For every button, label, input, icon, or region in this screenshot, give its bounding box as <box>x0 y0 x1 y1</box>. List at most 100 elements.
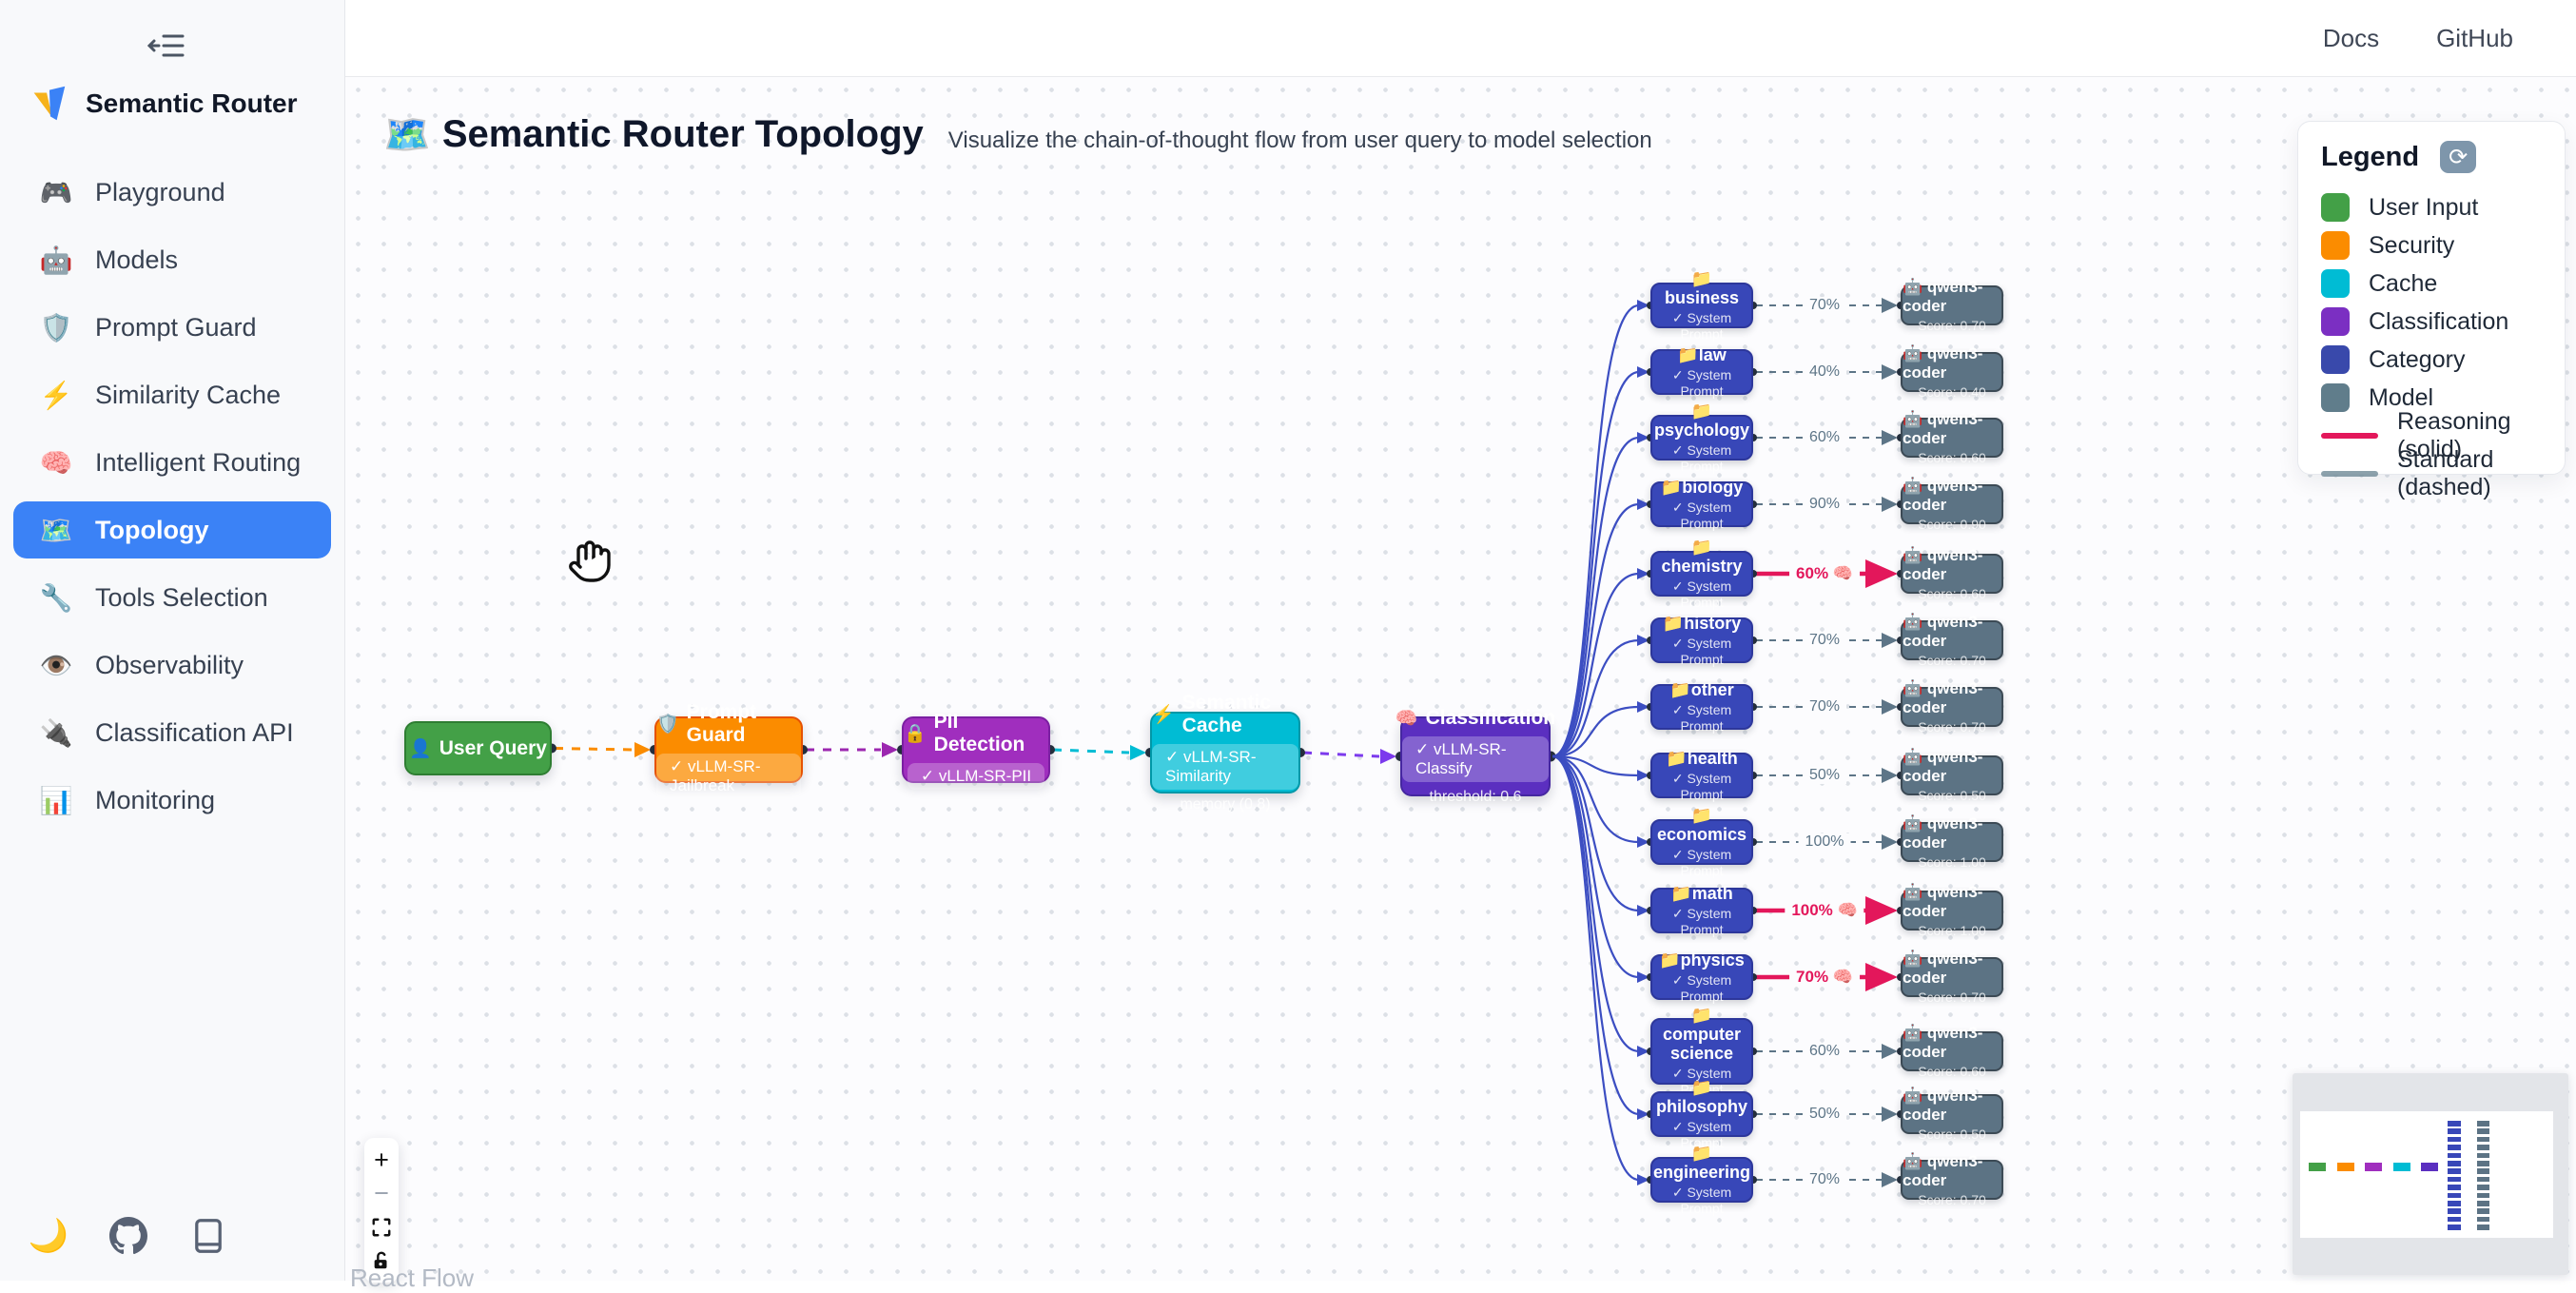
lock-button[interactable] <box>364 1244 399 1277</box>
plug-icon: 🔌 <box>39 717 73 748</box>
sidebar-item-observability[interactable]: 👁️Observability <box>13 637 331 694</box>
zoom-in-button[interactable]: + <box>374 1146 389 1174</box>
category-label: 📁law <box>1677 344 1727 364</box>
flow-node-pii-detection[interactable]: 🔒PII Detection✓ vLLM-SR-PII <box>902 711 1050 790</box>
brain-icon: 🧠 <box>1395 709 1418 729</box>
category-subtext: ✓ System Prompt <box>1671 906 1732 938</box>
map-icon: 🗺️ <box>39 515 73 545</box>
category-label: 📁business <box>1664 268 1740 307</box>
flow-node-user-query[interactable]: 👤User Query <box>404 721 552 775</box>
sidebar-item-models[interactable]: 🤖Models <box>13 231 331 288</box>
category-subtext: ✓ System Prompt <box>1671 442 1732 475</box>
topbar: Docs GitHub <box>345 0 2576 77</box>
sidebar-item-intelligent-routing[interactable]: 🧠Intelligent Routing <box>13 434 331 491</box>
minimap-node <box>2448 1168 2461 1174</box>
flow-node-prompt-guard[interactable]: 🛡️Prompt Guard✓ vLLM-SR-Jailbreak <box>654 701 803 799</box>
category-label: 📁health <box>1666 748 1738 768</box>
model-label: 🤖 qwen3-coder <box>1903 950 1983 987</box>
legend-item-cache: Cache <box>2321 264 2542 303</box>
docs-link[interactable]: Docs <box>2322 23 2380 52</box>
minimap-node <box>2448 1224 2461 1230</box>
minimap-node <box>2477 1176 2489 1183</box>
flow-node-category-math[interactable]: 📁math✓ System Prompt <box>1650 884 1753 937</box>
flow-node-category-other[interactable]: 📁other✓ System Prompt <box>1650 680 1753 734</box>
sidebar-item-label: Monitoring <box>95 785 216 814</box>
node-badge: ✓ vLLM-SR-Similarity <box>1152 744 1298 790</box>
flow-node-category-computer-science[interactable]: 📁computer science✓ System Prompt <box>1650 1006 1753 1097</box>
react-flow-attribution[interactable]: React Flow <box>350 1264 475 1292</box>
category-label: 📁engineering <box>1653 1143 1751 1182</box>
sidebar-item-tools-selection[interactable]: 🔧Tools Selection <box>13 569 331 626</box>
minimap-node <box>2477 1145 2489 1150</box>
fit-view-button[interactable] <box>364 1210 399 1244</box>
robot-icon: 🤖 <box>39 245 73 275</box>
page-title: 🗺️ Semantic Router Topology <box>383 113 924 156</box>
model-label: 🤖 qwen3-coder <box>1903 613 1983 650</box>
page-header: 🗺️ Semantic Router Topology Visualize th… <box>383 112 1652 157</box>
category-label: 📁history <box>1662 613 1742 633</box>
flow-node-category-law[interactable]: 📁law ✓ System Prompt <box>1650 345 1753 399</box>
book-icon[interactable] <box>188 1216 228 1256</box>
flow-node-category-psychology[interactable]: 📁psychology✓ System Prompt <box>1650 402 1753 474</box>
flow-node-category-physics[interactable]: 📁physics✓ System Prompt <box>1650 950 1753 1004</box>
category-subtext: ✓ System Prompt <box>1671 771 1732 803</box>
minimap-node <box>2477 1201 2489 1206</box>
minimap-node <box>2477 1168 2489 1174</box>
sidebar-item-classification-api[interactable]: 🔌Classification API <box>13 704 331 761</box>
sidebar-item-playground[interactable]: 🎮Playground <box>13 164 331 221</box>
refresh-icon[interactable]: ⟳ <box>2440 141 2477 173</box>
flow-node-category-philosophy[interactable]: 📁philosophy✓ System Prompt <box>1650 1078 1753 1150</box>
legend-label: Model <box>2369 383 2434 411</box>
legend-title: Legend <box>2321 141 2420 172</box>
legend-label: Security <box>2369 231 2455 259</box>
github-icon[interactable] <box>108 1216 148 1256</box>
sidebar-item-monitoring[interactable]: 📊Monitoring <box>13 772 331 829</box>
moon-icon[interactable]: 🌙 <box>28 1218 69 1254</box>
sidebar-item-topology[interactable]: 🗺️Topology <box>13 501 331 558</box>
node-title: ⚡Semantic Cache <box>1152 692 1298 737</box>
minimap-node <box>2365 1163 2382 1171</box>
category-subtext: ✓ System Prompt <box>1671 367 1732 400</box>
flow-canvas[interactable] <box>345 77 2576 1281</box>
model-score: Score: 1.00 <box>1918 854 1986 870</box>
flow-node-category-engineering[interactable]: 📁engineering✓ System Prompt <box>1650 1144 1753 1216</box>
node-badge: ✓ vLLM-SR-Jailbreak <box>656 753 801 799</box>
github-link[interactable]: GitHub <box>2436 23 2513 52</box>
minimap-node <box>2477 1216 2489 1223</box>
flow-node-category-history[interactable]: 📁history✓ System Prompt <box>1650 613 1753 667</box>
legend-label: Standard (dashed) <box>2397 446 2494 500</box>
flow-node-category-chemistry[interactable]: 📁chemistry✓ System Prompt <box>1650 538 1753 610</box>
flow-node-category-health[interactable]: 📁health ✓ System Prompt <box>1650 749 1753 802</box>
sidebar-item-prompt-guard[interactable]: 🛡️Prompt Guard <box>13 299 331 356</box>
edge-confidence-label: 50% <box>1802 767 1847 784</box>
model-score: Score: 1.00 <box>1918 923 1986 938</box>
minimap[interactable] <box>2293 1073 2568 1275</box>
node-title: 👤User Query <box>409 737 547 760</box>
edge-confidence-label: 100% 🧠 <box>1785 901 1864 920</box>
flow-node-category-economics[interactable]: 📁economics✓ System Prompt <box>1650 806 1753 878</box>
flow-node-category-business[interactable]: 📁business✓ System Prompt <box>1650 269 1753 342</box>
sidebar-item-similarity-cache[interactable]: ⚡Similarity Cache <box>13 366 331 423</box>
zoom-out-button[interactable]: − <box>374 1179 389 1207</box>
collapse-sidebar-icon[interactable] <box>145 25 188 67</box>
minimap-node <box>2477 1161 2489 1166</box>
flow-node-category-biology[interactable]: 📁biology✓ System Prompt <box>1650 478 1753 531</box>
node-label: PII Detection <box>933 710 1025 755</box>
